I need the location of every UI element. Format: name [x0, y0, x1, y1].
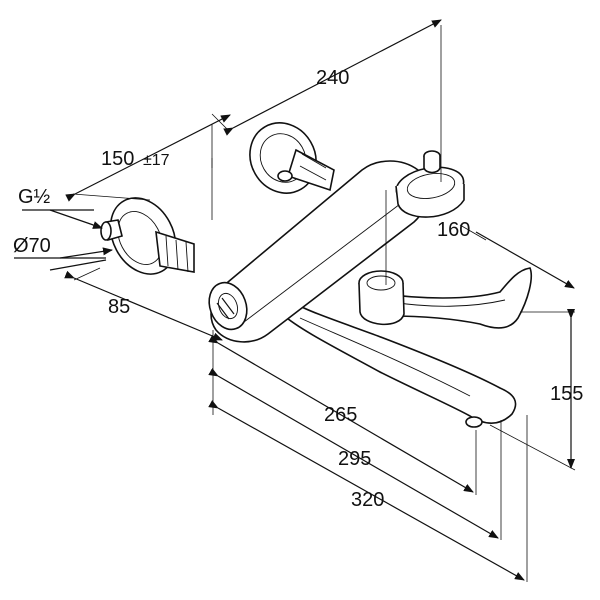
dim-85-label: 85	[108, 296, 130, 318]
rosette-diameter-label: Ø70	[13, 235, 51, 257]
lever-handle	[359, 268, 531, 328]
dim-320-label: 320	[351, 489, 384, 511]
dim-265-label: 265	[324, 404, 357, 426]
thermostat-cap	[393, 151, 466, 217]
dim-155-label: 155	[550, 383, 583, 405]
dim-150-tolerance: ±17	[143, 152, 170, 169]
thread-label: G½	[18, 186, 51, 208]
dim-160-label: 160	[437, 219, 470, 241]
dim-295-label: 295	[338, 448, 371, 470]
dim-240-label: 240	[316, 67, 349, 89]
front-rosette	[98, 187, 194, 286]
dim-150-label: 150	[101, 148, 134, 170]
back-rosette	[237, 111, 334, 205]
